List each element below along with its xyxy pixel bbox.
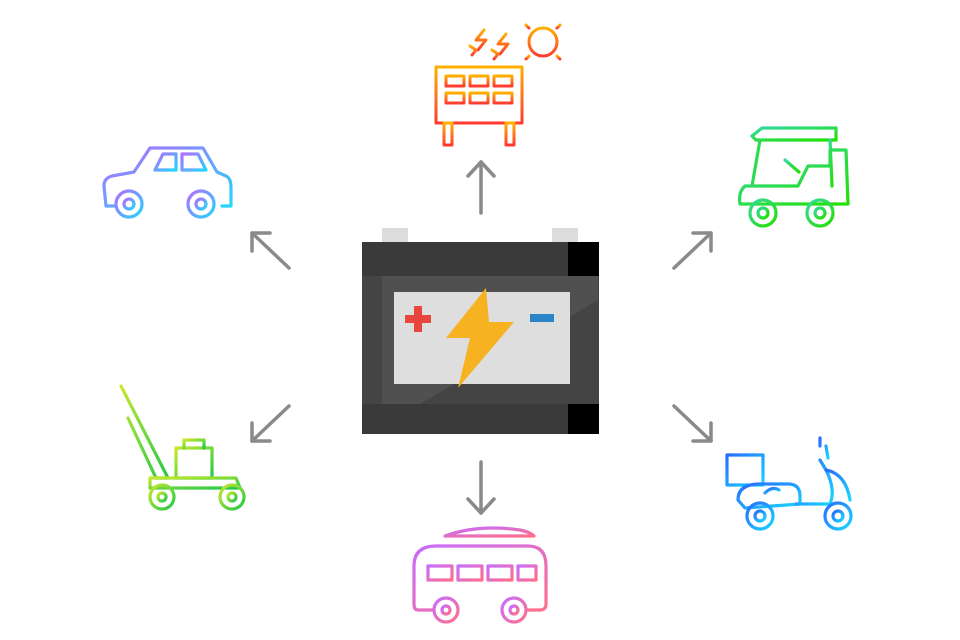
arrow-down-right-icon [672, 404, 713, 443]
camper-van-icon [412, 526, 548, 624]
solar-panel-icon [434, 15, 570, 147]
arrow-up-left-icon [250, 231, 291, 270]
arrow-down-left-icon [250, 404, 291, 443]
scooter-icon [725, 436, 853, 531]
golf-cart-icon [737, 126, 850, 228]
arrow-up-icon [466, 160, 496, 215]
arrow-up-right-icon [672, 231, 713, 270]
car-icon [102, 146, 233, 219]
car-battery-icon [362, 228, 599, 434]
lawn-mower-icon [114, 384, 246, 511]
arrow-down-icon [466, 460, 496, 515]
